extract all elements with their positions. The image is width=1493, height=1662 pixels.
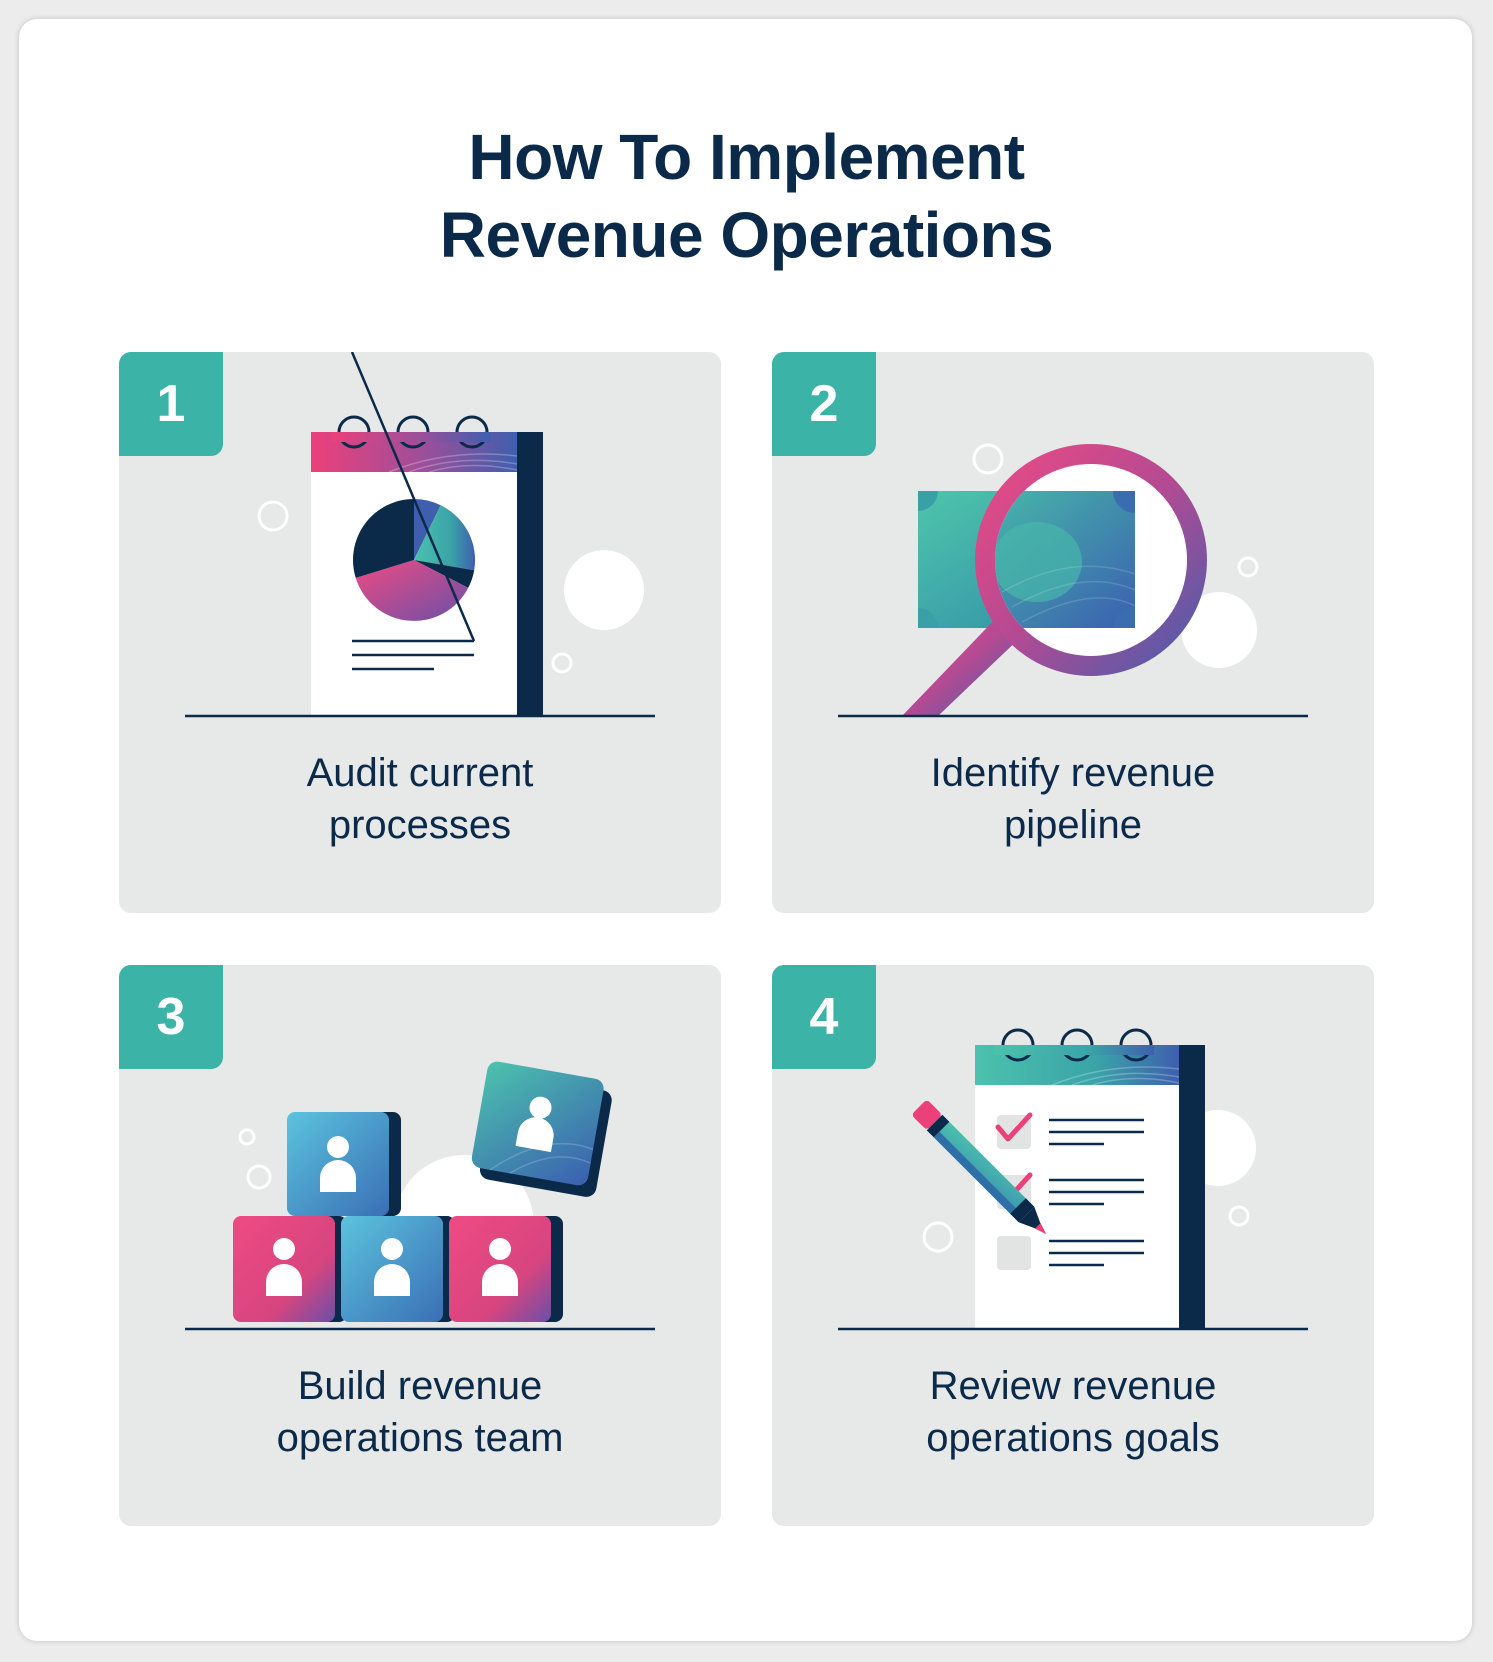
step-number-badge: 4 [772,965,876,1069]
step-number-badge: 1 [119,352,223,456]
step-label-line-2: pipeline [1004,803,1142,847]
title-line-1: How To Implement [468,121,1025,193]
step-label: Audit current processes [119,747,721,851]
step-label: Review revenue operations goals [772,1360,1374,1464]
team-blocks-icon [185,1061,655,1331]
step-card-3: 3 Build revenue [119,965,721,1526]
step-label-line-1: Build revenue [297,1364,543,1408]
step-number-badge: 2 [772,352,876,456]
step-card-2: 2 Identify revenue pi [772,352,1374,913]
step-card-1: 1 [119,352,721,913]
checklist-pencil-icon [838,1028,1308,1331]
step-label-line-1: Review revenue [929,1364,1217,1408]
step-number-badge: 3 [119,965,223,1069]
page-title: How To Implement Revenue Operations [0,118,1493,274]
step-label-line-1: Identify revenue [930,751,1216,795]
title-line-2: Revenue Operations [439,199,1054,271]
step-label-line-2: operations team [276,1416,564,1460]
step-label: Identify revenue pipeline [772,747,1374,851]
calendar-pie-chart-icon [185,352,655,718]
step-label: Build revenue operations team [119,1360,721,1464]
step-label-line-2: processes [328,803,512,847]
step-label-line-1: Audit current [306,751,534,795]
step-card-4: 4 [772,965,1374,1526]
magnifying-glass-money-icon [838,443,1308,718]
step-label-line-2: operations goals [926,1416,1220,1460]
